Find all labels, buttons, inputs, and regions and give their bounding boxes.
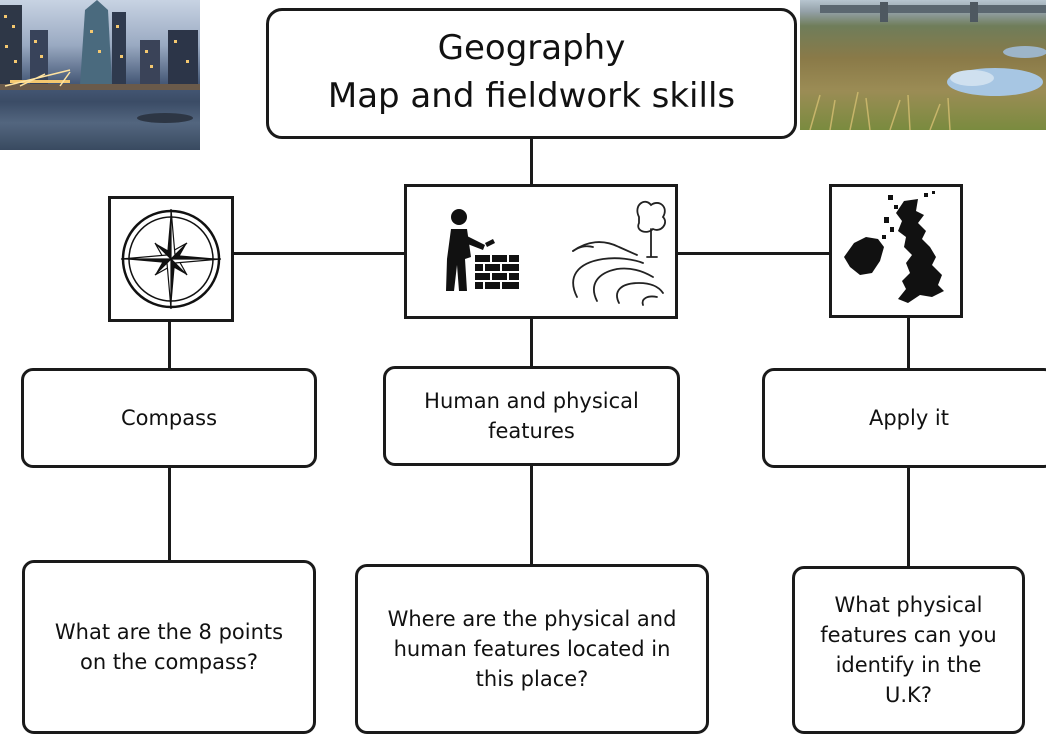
question-box-compass: What are the 8 points on the compass? <box>22 560 316 734</box>
connector-right-category-down <box>907 466 910 568</box>
title-box: Geography Map and fieldwork skills <box>266 8 797 139</box>
city-skyline-photo <box>0 0 200 150</box>
marsh-landscape-illustration <box>809 2 1046 131</box>
uk-map-icon <box>844 191 944 303</box>
question-text-compass: What are the 8 points on the compass? <box>54 620 284 674</box>
connector-center-icon-down <box>530 317 533 367</box>
uk-map-icon-box <box>829 184 963 318</box>
title-topic: Map and fieldwork skills <box>327 75 736 116</box>
river-tree-landscape-icon <box>572 200 666 306</box>
builder-bricks-icon <box>446 209 519 291</box>
category-box-features: Human and physical features <box>383 366 680 466</box>
connector-title-down <box>530 139 533 185</box>
connector-left-icon-down <box>168 320 171 370</box>
human-physical-icons <box>446 200 666 306</box>
connector-horizontal-left <box>232 252 406 255</box>
category-label-features: Human and physical features <box>424 389 639 443</box>
marsh-landscape-photo <box>800 0 1046 131</box>
features-icon-box <box>404 184 678 319</box>
city-skyline-illustration <box>0 0 200 123</box>
category-box-compass: Compass <box>21 368 317 468</box>
category-label-apply: Apply it <box>868 406 950 430</box>
category-box-apply: Apply it <box>762 368 1046 468</box>
question-box-features: Where are the physical and human feature… <box>355 564 709 734</box>
category-label-compass: Compass <box>120 406 218 430</box>
connector-right-icon-down <box>907 318 910 370</box>
compass-icon-box <box>108 196 234 322</box>
connector-center-category-down <box>530 464 533 566</box>
question-text-apply: What physical features can you identify … <box>820 593 997 707</box>
compass-rose-icon <box>120 208 222 310</box>
question-box-apply: What physical features can you identify … <box>792 566 1025 734</box>
connector-horizontal-right <box>676 252 830 255</box>
connector-left-category-down <box>168 466 171 562</box>
question-text-features: Where are the physical and human feature… <box>387 607 677 691</box>
title-subject: Geography <box>437 27 626 68</box>
